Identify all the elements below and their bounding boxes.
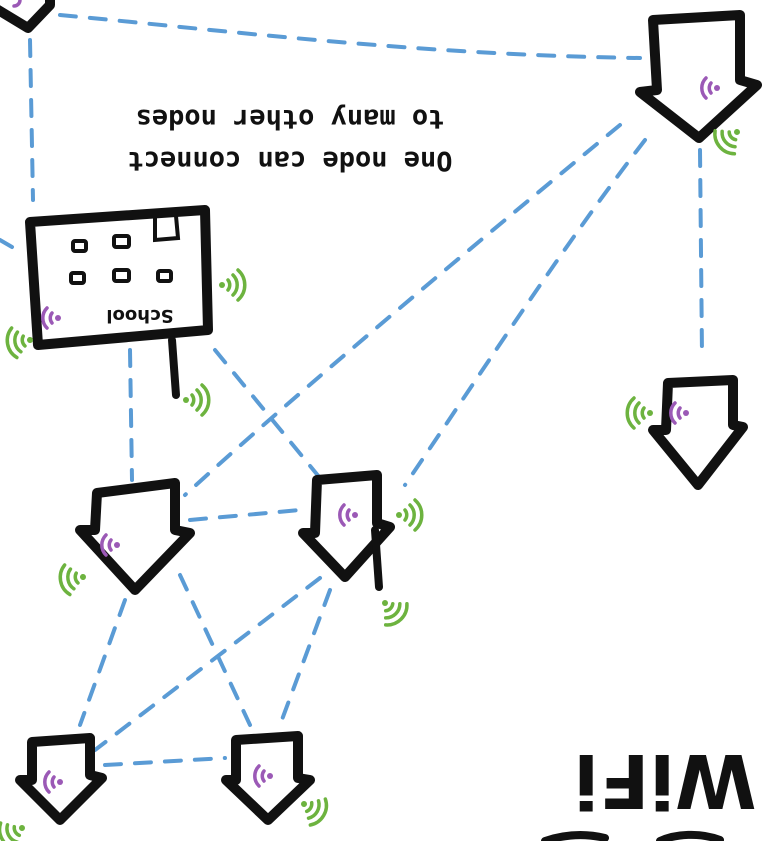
home-arrow-icon <box>635 10 762 143</box>
annotation-line-2: to many other nodes <box>136 103 445 134</box>
home-arrow-icon <box>75 478 195 595</box>
school-label: School <box>106 305 173 326</box>
wifi-signal-icon <box>713 129 740 156</box>
cropped-lettering-stroke <box>656 830 724 841</box>
wifi-signal-icon <box>12 0 22 8</box>
link-school-to-node-b <box>213 348 322 480</box>
wifi-signal-icon <box>183 383 211 417</box>
link-node-a-to-node-d <box>178 573 252 727</box>
mesh-links <box>0 13 704 767</box>
node-right-middle <box>625 375 748 490</box>
link-topright-to-rightnode <box>698 148 704 357</box>
link-school-to-node-a <box>128 348 134 482</box>
annotation: One node can connect to many other nodes <box>127 103 452 176</box>
school-antenna <box>168 336 180 399</box>
school-node: School <box>5 205 247 417</box>
wifi-signal-icon <box>396 498 424 532</box>
wifi-signal-icon <box>669 401 689 425</box>
wifi-signal-icon <box>43 770 63 794</box>
wifi-signal-icon <box>219 268 247 302</box>
school-windows <box>69 215 181 285</box>
wifi-signal-icon <box>253 764 273 788</box>
wifi-signal-icon <box>338 503 358 527</box>
home-arrow-icon <box>15 733 107 825</box>
home-arrow-icon <box>0 0 55 33</box>
node-middle-left <box>58 478 195 597</box>
cropped-lettering-stroke <box>541 830 609 841</box>
link-topright-to-node-b <box>403 138 647 487</box>
link-node-a-to-node-b <box>188 508 302 522</box>
node-top-right <box>635 10 762 156</box>
wifi-signal-icon <box>100 533 120 557</box>
wifi-signal-icon <box>58 563 86 597</box>
link-node-a-to-node-c <box>78 598 127 727</box>
link-topleft-to-topright <box>58 13 642 60</box>
wifi-signal-icon <box>382 600 409 627</box>
link-node-c-to-node-d <box>103 756 227 767</box>
link-topleft-to-school <box>28 38 35 202</box>
wifi-signal-icon <box>5 326 33 360</box>
link-node-b-to-node-d <box>278 588 332 727</box>
home-arrow-icon <box>298 470 395 582</box>
wifi-signal-icon <box>41 306 61 330</box>
wifi-signal-icon <box>700 76 720 100</box>
annotation-line-1: One node can connect <box>127 145 452 176</box>
node-bottom-left <box>0 733 107 841</box>
wifi-signal-icon <box>0 821 25 841</box>
home-arrow-icon <box>648 375 748 490</box>
node-top-left <box>0 0 55 33</box>
corner-label: WiFi <box>574 737 757 823</box>
node-middle-center <box>298 470 424 627</box>
link-node-b-to-node-c <box>93 576 322 752</box>
node-bottom-center <box>221 731 329 827</box>
link-topright-to-node-a <box>183 123 622 497</box>
wifi-signal-icon <box>625 396 653 430</box>
link-school-left-stub <box>0 238 14 249</box>
node-antenna <box>371 526 383 591</box>
